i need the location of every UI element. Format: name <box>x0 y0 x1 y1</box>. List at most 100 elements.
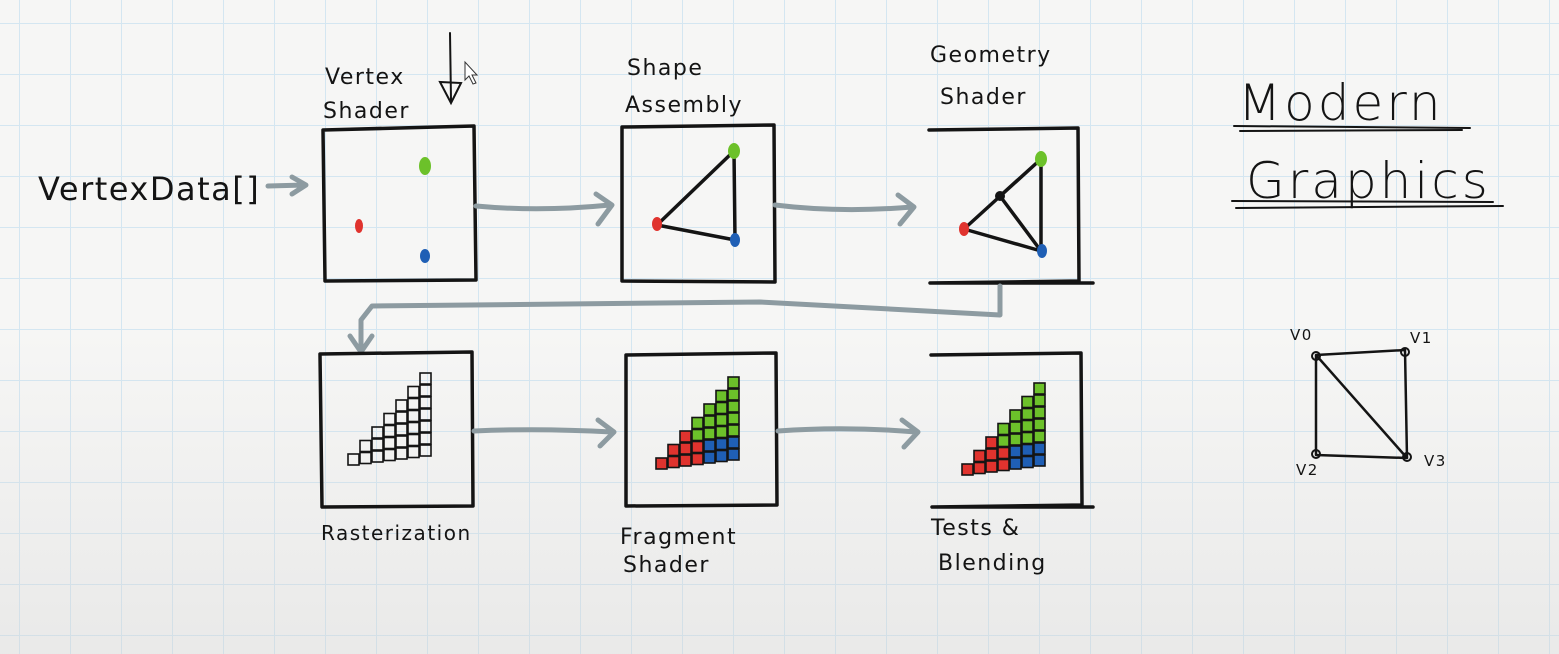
fragment-cell <box>395 399 408 412</box>
arrow-raster-to-fragment <box>471 417 617 449</box>
vertex-point-green <box>1035 151 1047 167</box>
quad-outline <box>1314 348 1409 460</box>
fragment-cell <box>715 401 728 415</box>
vertex-marker <box>1311 449 1321 459</box>
fragment-cell <box>703 451 716 464</box>
title-block: Modern Graphics <box>1231 74 1504 210</box>
fragment-cell <box>985 448 998 461</box>
fragment-cell <box>973 449 986 463</box>
arrow-assembly-to-geometry <box>772 192 917 227</box>
fragment-cell <box>1021 443 1034 457</box>
vertex-point-blue <box>1037 244 1047 258</box>
input-label: VertexData[] <box>38 170 260 208</box>
fragment-cell <box>691 416 704 430</box>
fragment-cell <box>667 455 680 469</box>
stage-label-line: Blending <box>938 551 1047 576</box>
fragment-cell <box>727 436 740 449</box>
fragment-cell <box>1033 430 1046 443</box>
stage-geometry-shader: Geometry Shader <box>927 43 1095 285</box>
input-arrow <box>265 174 309 197</box>
fragment-cell <box>407 409 420 423</box>
fragment-cell <box>1009 421 1022 434</box>
triangle-shape <box>655 149 737 242</box>
fragment-cell <box>407 397 420 411</box>
fragment-cell <box>985 436 998 449</box>
mouse-cursor-icon <box>464 60 479 85</box>
arrow-fragment-to-tests <box>775 417 921 450</box>
fragment-cell <box>407 421 420 435</box>
fragment-cell <box>1033 394 1046 407</box>
subdivided-triangle <box>962 157 1043 253</box>
fragment-cell <box>359 439 372 453</box>
fragment-cell <box>395 447 408 460</box>
stage-tests-blending: Tests & Blending <box>929 351 1095 576</box>
fragment-cell <box>715 437 728 451</box>
vertex-point-red <box>959 222 969 236</box>
quad-sketch: V0 V1 V2 V3 <box>1290 326 1447 479</box>
fragment-cell <box>997 458 1010 472</box>
fragment-cell <box>419 432 432 445</box>
fragment-cell <box>679 442 692 455</box>
fragment-cell <box>1033 406 1046 419</box>
arrow-vertex-to-assembly <box>473 191 615 227</box>
fragment-cell <box>727 448 740 461</box>
vertex-label: V2 <box>1296 461 1319 479</box>
fragment-cell <box>703 415 716 428</box>
fragment-cell <box>961 463 974 476</box>
fragment-cell <box>1033 382 1046 395</box>
fragment-cell <box>419 372 432 385</box>
fragment-cell <box>395 423 408 436</box>
vertex-marker <box>1402 452 1412 462</box>
fragment-cell <box>1021 407 1034 421</box>
fragment-cell <box>727 400 740 413</box>
fragment-cell <box>407 385 420 399</box>
fragment-cell <box>655 457 668 470</box>
fragment-cell <box>383 412 396 426</box>
fragment-cell <box>395 411 408 424</box>
vertex-marker <box>1400 347 1410 357</box>
fragment-cell <box>679 454 692 467</box>
fragment-cell <box>973 461 986 475</box>
fragment-cell <box>703 427 716 440</box>
stage-vertex-shader: Vertex Shader <box>321 65 478 283</box>
blended-fragment-grid <box>961 382 1046 476</box>
fragment-cell <box>691 440 704 454</box>
fragment-cell <box>383 424 396 438</box>
fragment-cell <box>727 412 740 425</box>
stage-label-line: Fragment <box>620 525 737 550</box>
fragment-cell <box>667 443 680 457</box>
fragment-cell <box>1021 455 1034 469</box>
fragment-cell <box>407 433 420 447</box>
vertex-point-red <box>652 217 662 231</box>
fragment-cell <box>997 434 1010 448</box>
title-underline <box>1233 125 1471 132</box>
fragment-cell <box>1033 418 1046 431</box>
stage-label-line: Shader <box>940 85 1027 110</box>
title-line-1: Modern <box>1238 74 1444 132</box>
vertex-point-green <box>728 143 740 159</box>
stage-box <box>624 351 779 508</box>
title-underline <box>1231 200 1504 209</box>
stage-label-line: Shape <box>627 56 703 81</box>
vertex-label: V1 <box>1410 329 1433 347</box>
stage-label-line: Tests & <box>930 516 1020 541</box>
vertex-point-blue <box>730 233 740 247</box>
fragment-cell <box>997 446 1010 460</box>
fragment-cell <box>371 438 384 451</box>
midpoint-vertex <box>995 191 1005 201</box>
stage-label-line: Geometry <box>930 43 1052 68</box>
fragment-cell <box>715 425 728 439</box>
vertex-point-blue <box>420 249 430 263</box>
fragment-cell <box>419 384 432 397</box>
fragment-cell <box>359 451 372 465</box>
fragment-cell <box>1033 454 1046 467</box>
vertex-label: V3 <box>1424 452 1447 470</box>
fragment-cell <box>997 422 1010 436</box>
fragment-cell <box>419 420 432 433</box>
vertex-point-green <box>419 157 431 175</box>
scribble-arrow <box>438 32 463 106</box>
fragment-cell <box>371 450 384 463</box>
fragment-cell <box>691 452 704 466</box>
stage-label-line: Rasterization <box>321 521 472 545</box>
